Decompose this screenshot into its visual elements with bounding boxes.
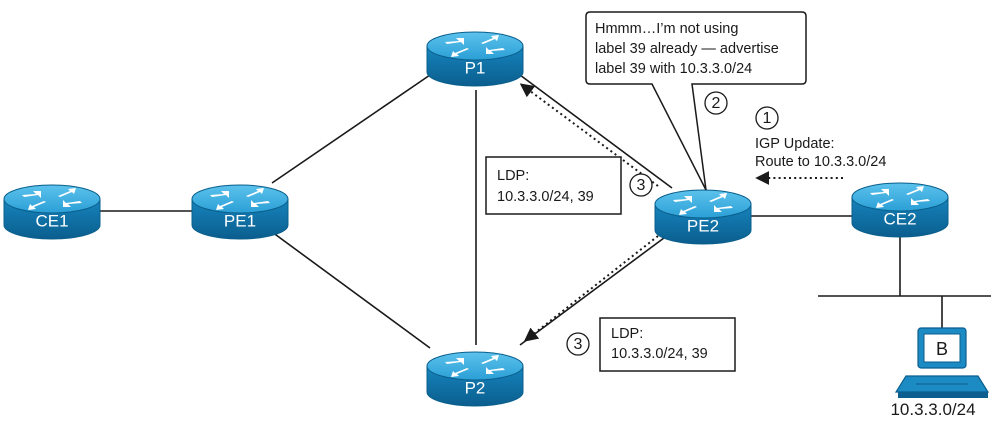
router-p2-label: P2 <box>465 378 486 397</box>
link-p2-pe2 <box>519 231 673 346</box>
arrow-ldp-to-p1 <box>519 83 659 187</box>
router-ce2: CE2 <box>851 182 949 238</box>
step-2: 2 <box>704 91 728 115</box>
router-ce1: CE1 <box>3 184 101 240</box>
igp-update-route: Route to 10.3.3.0/24 <box>755 154 886 170</box>
callout-line-3: label 39 with 10.3.3.0/24 <box>595 61 752 77</box>
ldp-box-lower: LDP: 10.3.3.0/24, 39 <box>599 317 736 372</box>
router-arrows-icon <box>22 188 82 210</box>
callout-line-2: label 39 already — advertise <box>595 41 779 57</box>
router-p1-label: P1 <box>465 58 486 77</box>
router-arrows-icon <box>445 355 505 377</box>
router-p2: P2 <box>426 351 524 407</box>
ldp-upper-title: LDP: <box>497 168 529 184</box>
router-pe2-label: PE2 <box>687 216 719 235</box>
router-arrows-icon <box>870 186 930 208</box>
step-3-lower-number: 3 <box>574 336 583 353</box>
ldp-box-upper: LDP: 10.3.3.0/24, 39 <box>485 156 622 215</box>
router-ce1-label: CE1 <box>35 211 68 230</box>
pc-icon: B <box>894 327 990 398</box>
router-pe1: PE1 <box>191 184 289 240</box>
link-pe1-p1 <box>271 74 431 184</box>
link-pe1-p2 <box>271 231 431 349</box>
host-subnet: 10.3.3.0/24 <box>890 400 975 419</box>
router-arrows-icon <box>673 193 733 215</box>
router-arrows-icon <box>210 188 270 210</box>
step-3-upper: 3 <box>629 173 653 197</box>
router-ce2-label: CE2 <box>883 209 916 228</box>
igp-update-title: IGP Update: <box>755 136 835 152</box>
arrow-ldp-to-p2 <box>523 235 659 342</box>
step-3-upper-number: 3 <box>637 177 646 194</box>
router-p1: P1 <box>426 31 524 87</box>
ldp-lower-mapping: 10.3.3.0/24, 39 <box>611 346 708 362</box>
router-arrows-icon <box>445 35 505 57</box>
step-1-number: 1 <box>763 110 772 127</box>
router-pe1-label: PE1 <box>224 211 256 230</box>
link-p1-pe2 <box>519 74 673 189</box>
step-3-lower: 3 <box>566 332 590 356</box>
step-1: 1 <box>755 106 779 130</box>
callout-bubble: Hmmm…I’m not using label 39 already — ad… <box>585 11 807 191</box>
callout-line-1: Hmmm…I’m not using <box>595 21 738 37</box>
router-pe2: PE2 <box>654 189 752 245</box>
host-label: B <box>936 339 948 359</box>
ldp-lower-title: LDP: <box>611 326 643 342</box>
ldp-upper-mapping: 10.3.3.0/24, 39 <box>497 189 594 205</box>
step-2-number: 2 <box>712 95 721 112</box>
